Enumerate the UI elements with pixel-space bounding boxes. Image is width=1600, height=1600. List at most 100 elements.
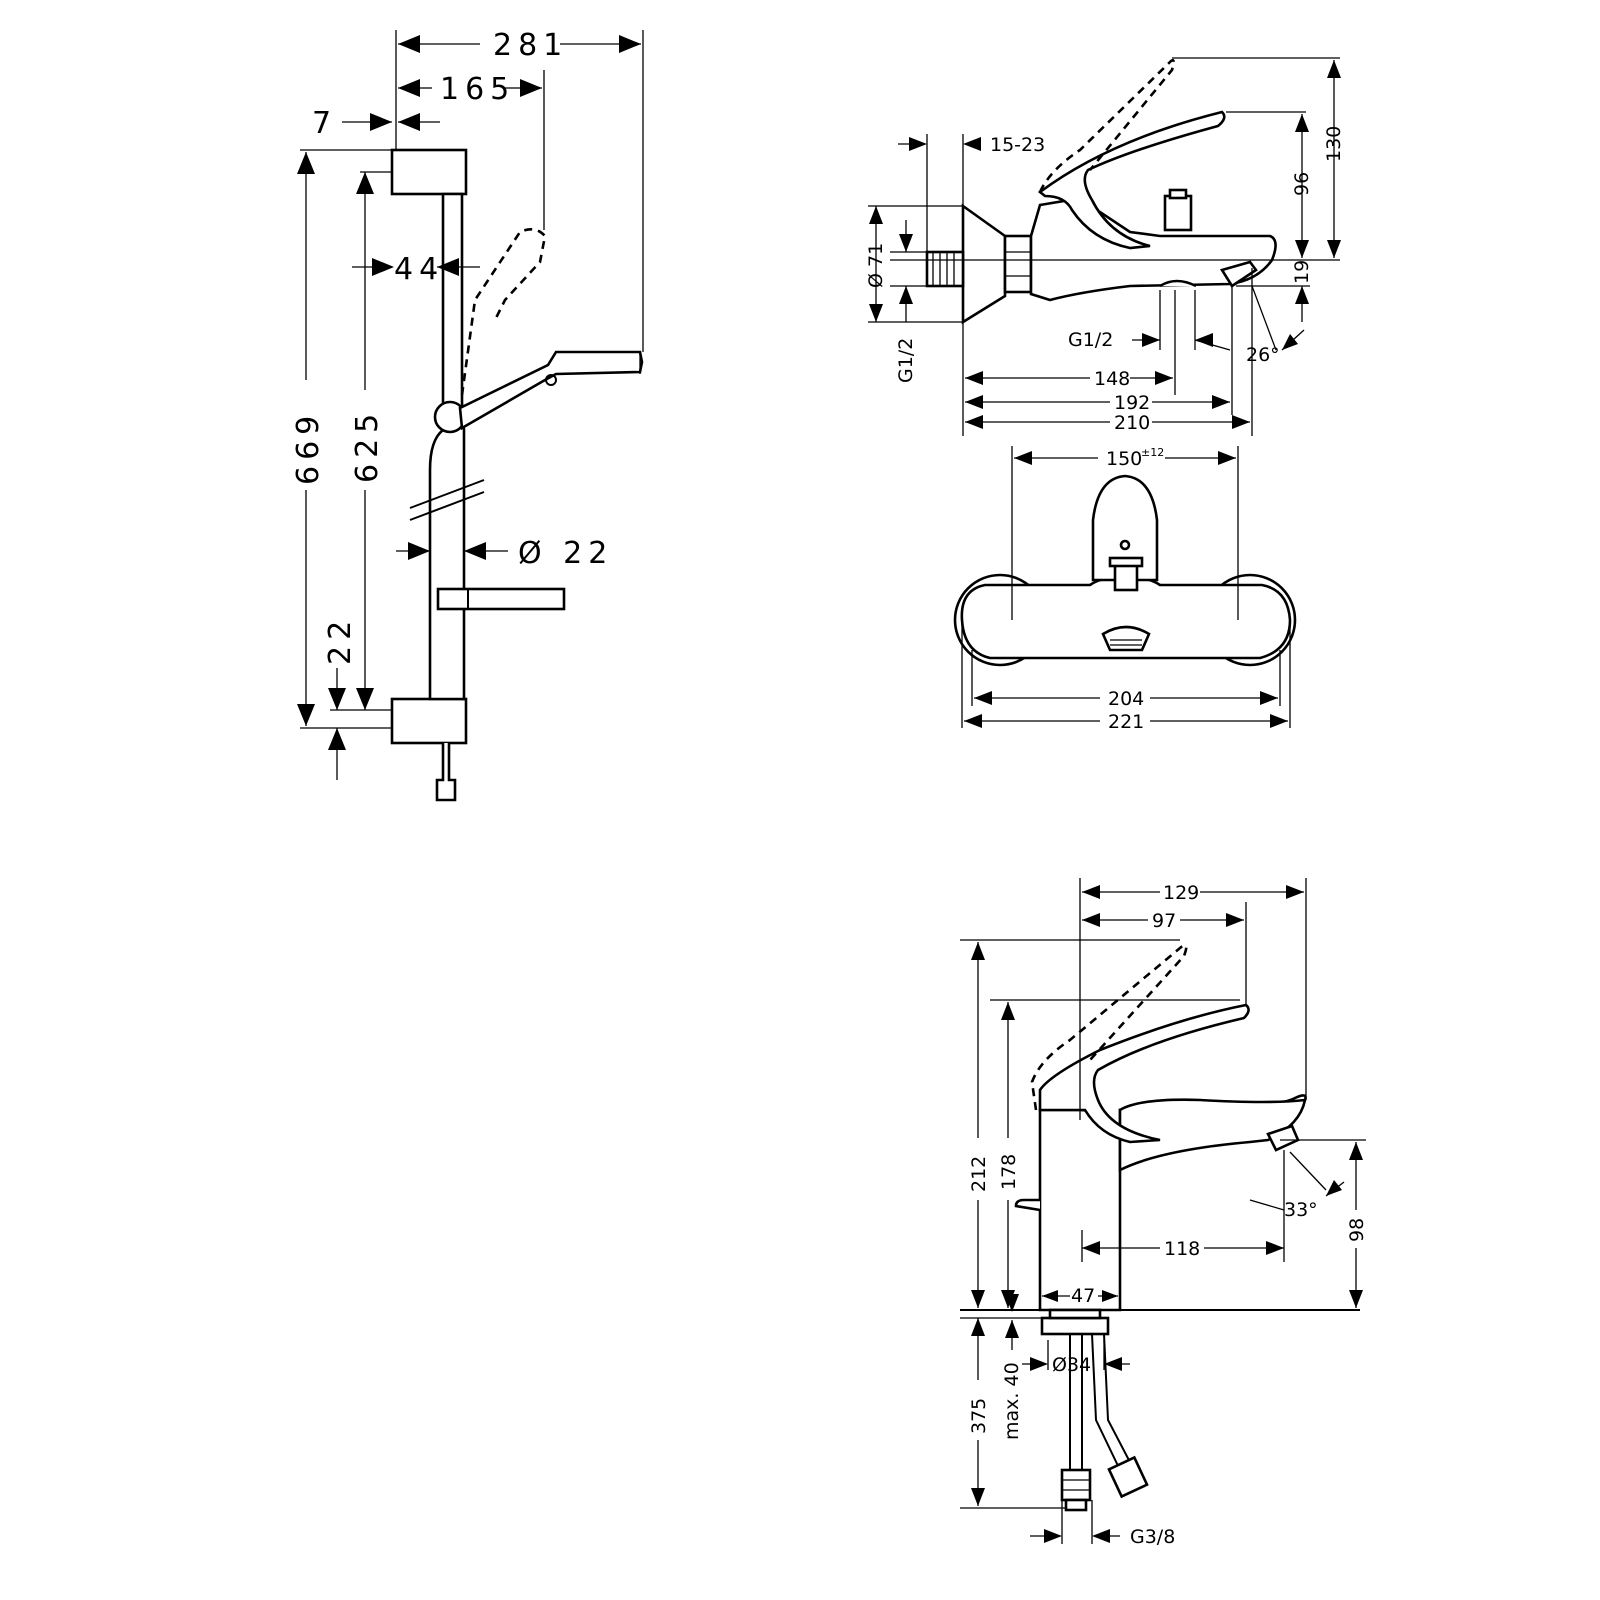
break-line	[409, 479, 485, 509]
bath-mixer-side-view: 15-23 Ø 71 G1/2 130 96 19 G1/2	[865, 57, 1345, 436]
hand-shower	[458, 350, 644, 431]
arrowhead	[965, 395, 983, 409]
arrowhead	[520, 79, 542, 97]
dim-130: 130	[1323, 126, 1345, 162]
arrowhead	[1282, 334, 1298, 350]
shower-rail	[428, 192, 466, 701]
arrowhead	[1232, 415, 1250, 429]
arrowhead	[370, 113, 392, 131]
arrowhead	[1212, 395, 1230, 409]
arrowhead	[1327, 240, 1341, 258]
front-lever	[1091, 474, 1159, 582]
dim-98: 98	[1346, 1218, 1368, 1242]
arrowhead	[971, 1488, 985, 1506]
arrowhead	[1349, 1290, 1363, 1308]
arrowhead	[869, 304, 883, 322]
dim-281: 281	[493, 28, 568, 63]
mounting-nut	[1040, 1316, 1110, 1336]
arrowhead	[464, 542, 486, 560]
dim-221: 221	[1108, 711, 1144, 733]
dim-max40: max. 40	[1001, 1362, 1023, 1440]
basin-mixer-side-view: 129 97 212 178 33° 118	[960, 878, 1368, 1548]
dim-7: 7	[312, 106, 337, 141]
wall-flange	[961, 203, 1007, 325]
arrowhead	[965, 371, 983, 385]
union-nut	[1003, 234, 1033, 294]
arrowhead	[974, 691, 992, 705]
arrowhead	[1326, 1180, 1342, 1196]
dim-375: 375	[968, 1398, 990, 1434]
lower-outlet	[1159, 279, 1197, 288]
dim-210: 210	[1114, 412, 1150, 434]
dim-22-vertical: 22	[323, 615, 358, 665]
arrowhead	[1295, 240, 1309, 258]
arrowhead	[1102, 1290, 1118, 1302]
dim-148: 148	[1094, 368, 1130, 390]
arrowhead	[372, 258, 394, 276]
arrowhead	[328, 688, 346, 710]
dim-150-tolerance: ±12	[1141, 446, 1164, 459]
arrowhead	[1082, 1241, 1100, 1255]
basin-spout	[1118, 1098, 1307, 1173]
front-diverter-cap	[1108, 556, 1144, 568]
arrowhead	[1260, 691, 1278, 705]
arrowhead	[1001, 1002, 1015, 1020]
lever-dot	[1119, 539, 1131, 551]
bath-mixer-front-view: 150 ±12 204 221	[953, 446, 1297, 733]
dim-165: 165	[440, 72, 515, 107]
shower-button	[545, 374, 557, 386]
dim-44: 44	[394, 252, 444, 287]
dim-625: 625	[350, 408, 385, 483]
arrowhead	[1266, 1241, 1284, 1255]
top-wall-bracket	[390, 148, 468, 196]
dim-129: 129	[1163, 882, 1199, 904]
dim-118: 118	[1164, 1238, 1200, 1260]
dim-26deg: 26°	[1246, 344, 1280, 366]
arrowhead	[971, 1290, 985, 1308]
arrowhead	[1092, 1529, 1110, 1543]
pop-up-rod	[1014, 1198, 1041, 1212]
arrowhead	[1014, 451, 1032, 465]
arrowhead	[1327, 60, 1341, 78]
arrowhead	[1349, 1142, 1363, 1160]
arrowhead	[965, 415, 983, 429]
shower-rail-set: 281 165 7 44 669 625 22	[291, 28, 644, 802]
arrowhead	[1295, 286, 1309, 304]
angle-line	[1249, 1199, 1285, 1211]
arrowhead	[1005, 1294, 1019, 1312]
arrowhead	[1142, 333, 1160, 347]
arrowhead	[1030, 1357, 1048, 1371]
hose-nut-1	[1060, 1468, 1092, 1502]
arrowhead	[899, 286, 913, 304]
arrowhead	[869, 206, 883, 224]
hose-fitting-1	[1064, 1498, 1088, 1512]
arrowhead	[437, 258, 459, 276]
dim-15-23: 15-23	[990, 134, 1045, 156]
dim-d71: Ø 71	[865, 243, 887, 288]
spout-outlet	[1219, 260, 1258, 288]
dim-g12-outlet: G1/2	[1068, 329, 1113, 351]
arrowhead	[1082, 885, 1100, 899]
shower-alt-position	[460, 227, 547, 396]
dim-rail-diameter: Ø 22	[518, 536, 613, 571]
bath-mixer-body	[1029, 198, 1277, 302]
supply-hose-2	[1091, 1333, 1133, 1471]
arrowhead	[1042, 1290, 1058, 1302]
arrowhead	[1218, 451, 1236, 465]
soap-dish	[436, 587, 566, 611]
arrowhead	[1270, 714, 1288, 728]
bath-mixer-lever	[1037, 110, 1226, 250]
dim-33deg: 33°	[1284, 1199, 1318, 1221]
dim-669: 669	[291, 410, 326, 485]
dim-g38: G3/8	[1130, 1526, 1175, 1548]
supply-hose-1	[1069, 1334, 1083, 1470]
dim-19: 19	[1291, 260, 1313, 284]
arrowhead	[1295, 114, 1309, 132]
arrowhead	[1005, 1320, 1019, 1338]
arrowhead	[909, 137, 927, 151]
arrowhead	[398, 113, 420, 131]
dim-204: 204	[1108, 688, 1144, 710]
hose-nut-2	[1107, 1455, 1149, 1499]
dim-97: 97	[1152, 910, 1176, 932]
